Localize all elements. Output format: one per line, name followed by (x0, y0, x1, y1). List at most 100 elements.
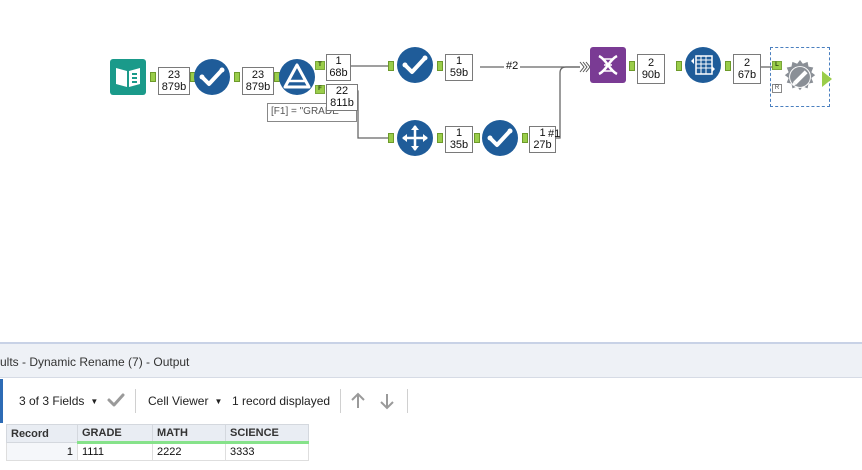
chevron-down-icon: ▼ (214, 397, 223, 406)
column-header-science[interactable]: SCIENCE (225, 424, 309, 444)
rename-right-anchor[interactable]: R (772, 84, 782, 93)
column-header-math[interactable]: MATH (152, 424, 226, 444)
sample-output-anchor[interactable] (437, 133, 443, 143)
record-count-badge: 1 68b (326, 54, 351, 81)
column-header-record[interactable]: Record (6, 424, 78, 443)
checkmark-circle-icon (482, 120, 518, 156)
record-count-badge: 23 879b (242, 67, 274, 95)
workflow-canvas[interactable]: 23 879b 23 879b T F 1 68b [F1] = "GRADE"… (0, 0, 862, 343)
rename-gear-icon (784, 59, 816, 91)
filter-false-anchor[interactable]: F (315, 85, 325, 94)
record-count-badge: 1 35b (445, 126, 473, 153)
wire-select3-union (555, 66, 580, 139)
union-tool[interactable] (590, 47, 626, 83)
badge-size: 68b (329, 67, 348, 79)
record-count-badge: 1 27b (529, 126, 556, 153)
anchor-letter: L (775, 62, 779, 68)
filter-triangle-icon (279, 59, 315, 95)
transpose-output-anchor[interactable] (725, 61, 731, 71)
badge-count: 1 (455, 55, 463, 67)
badge-count: 23 (167, 69, 181, 81)
badge-size: 59b (449, 67, 469, 79)
badge-count: 1 (539, 127, 546, 139)
transpose-input-anchor[interactable] (676, 61, 682, 71)
results-panel-divider[interactable] (0, 342, 862, 344)
dynamic-rename-tool[interactable] (782, 59, 820, 97)
results-panel-title: ults - Dynamic Rename (7) - Output (0, 355, 190, 369)
arrow-up-icon[interactable] (349, 392, 367, 413)
column-header-grade[interactable]: GRADE (77, 424, 153, 444)
toolbar-separator (340, 389, 341, 413)
sample-arrows-icon (397, 120, 433, 156)
toolbar-separator (407, 389, 408, 413)
cell-viewer-label: Cell Viewer (148, 394, 209, 408)
connection-label-bottom: #1 (548, 128, 561, 140)
select-output-anchor[interactable] (234, 72, 240, 82)
dna-icon (590, 47, 626, 83)
record-count-badge: 2 90b (637, 54, 665, 84)
badge-size: 67b (737, 69, 757, 81)
fields-dropdown-label: 3 of 3 Fields (19, 394, 85, 408)
select-tool[interactable] (194, 59, 230, 95)
records-displayed-text: 1 record displayed (232, 394, 331, 408)
results-table: Record GRADE MATH SCIENCE 1 1111 2222 33… (6, 424, 309, 461)
connection-label-top: #2 (504, 60, 521, 72)
filter-tool[interactable] (279, 59, 315, 95)
badge-size: 879b (245, 81, 271, 93)
transpose-grid-icon (685, 47, 721, 83)
input-data-tool[interactable] (110, 59, 146, 95)
toolbar-separator (135, 389, 136, 413)
checkmark-circle-icon (194, 59, 230, 95)
results-grid[interactable]: Record GRADE MATH SCIENCE 1 1111 2222 33… (0, 424, 862, 470)
toolbar-left-edge (0, 379, 3, 423)
table-row[interactable]: 1 1111 2222 3333 (6, 442, 309, 461)
table-cell[interactable]: 1111 (77, 442, 153, 461)
transpose-tool[interactable] (685, 47, 721, 83)
input-output-anchor[interactable] (150, 72, 156, 82)
book-icon (110, 59, 146, 95)
badge-size: 879b (161, 81, 187, 93)
badge-count: 2 (743, 57, 751, 69)
badge-count: 23 (251, 69, 265, 81)
table-header-row: Record GRADE MATH SCIENCE (6, 424, 309, 444)
filter-true-anchor[interactable]: T (315, 61, 325, 70)
select3-input-anchor[interactable] (474, 133, 480, 143)
select2-output-anchor[interactable] (437, 61, 443, 71)
checkmark-icon[interactable] (106, 391, 126, 412)
anchor-letter: F (318, 86, 322, 92)
badge-count: 22 (335, 85, 349, 97)
badge-size: 811b (330, 97, 354, 109)
rename-left-anchor[interactable]: L (772, 61, 782, 70)
table-cell[interactable]: 3333 (225, 442, 309, 461)
table-cell[interactable]: 2222 (152, 442, 226, 461)
results-toolbar: 3 of 3 Fields ▼ Cell Viewer ▼ 1 record dis… (0, 379, 862, 423)
fields-dropdown[interactable]: 3 of 3 Fields ▼ (19, 394, 98, 408)
union-input-chevrons (579, 61, 591, 73)
select-tool-2[interactable] (397, 47, 433, 83)
record-count-badge: 2 67b (733, 54, 761, 84)
anchor-letter: T (318, 62, 322, 68)
badge-count: 1 (335, 55, 342, 67)
record-count-badge: 1 59b (445, 54, 473, 81)
record-count-badge: 22 811b (326, 84, 358, 111)
badge-size: 27b (533, 139, 552, 151)
badge-size: 90b (641, 69, 661, 81)
arrow-down-icon[interactable] (378, 392, 396, 413)
checkmark-circle-icon (397, 47, 433, 83)
results-panel-header: ults - Dynamic Rename (7) - Output (0, 344, 862, 378)
sample-input-anchor[interactable] (388, 133, 394, 143)
anchor-letter: R (774, 85, 780, 91)
select-tool-3[interactable] (482, 120, 518, 156)
select2-input-anchor[interactable] (388, 61, 394, 71)
chevron-down-icon: ▼ (90, 397, 99, 406)
rename-output-anchor[interactable] (822, 71, 832, 87)
badge-size: 35b (449, 139, 469, 151)
cell-viewer-dropdown[interactable]: Cell Viewer ▼ (148, 394, 222, 408)
record-count-badge: 23 879b (158, 67, 190, 95)
record-number-cell[interactable]: 1 (6, 442, 78, 461)
sample-tool[interactable] (397, 120, 433, 156)
badge-count: 2 (647, 57, 655, 69)
annotation-text: [F1] = "GRADE" (271, 106, 343, 117)
union-output-anchor[interactable] (629, 61, 635, 71)
select3-output-anchor[interactable] (522, 133, 528, 143)
